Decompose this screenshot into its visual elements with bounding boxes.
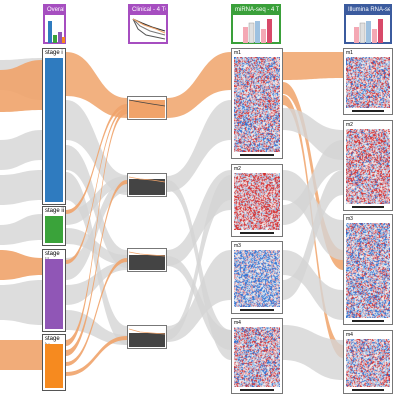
sankey-ribbon [283,170,343,300]
rnaseq-cluster-m2[interactable]: m2 [343,120,393,211]
rnaseq-m3-label: m3 [346,216,353,222]
mirna-cluster-m4[interactable]: m4 [231,318,283,394]
mirna-m3-label: m3 [234,243,241,249]
header-overall[interactable]: Overall [43,4,66,44]
rnaseq-m1-heatmap [346,57,390,108]
rnaseq-cluster-m3[interactable]: m3 [343,214,393,325]
mirna-cluster-m2[interactable]: m2 [231,164,283,237]
sankey-ribbon [167,175,231,340]
stage-i-box[interactable]: stage i [42,48,66,205]
sankey-ribbon [66,100,127,195]
mirna-m4-heatmap [234,327,280,387]
sankey-ribbon [66,336,127,376]
stage-ii-fill [45,216,63,243]
rnaseq-m4-label: m4 [346,332,353,338]
mirna-m3-heatmap [234,250,280,307]
stage-iii-box[interactable]: stage iii [42,249,66,332]
sankey-ribbon [0,214,42,245]
sankey-ribbon [0,170,42,205]
sankey-ribbon [0,130,42,170]
sankey-ribbon [66,228,127,265]
sankey-ribbon [0,340,42,370]
mirna-m1-label: m1 [234,50,241,56]
mirna-histogram [243,19,272,43]
sankey-ribbon [66,180,127,356]
sankey-ribbon [283,140,343,225]
stage-iv-fill [45,344,63,388]
sankey-ribbon [0,60,42,112]
rnaseq-m3-heatmap [346,223,390,318]
mirna-m4-label: m4 [234,320,241,326]
overall-histogram [48,21,65,43]
sankey-ribbon [283,325,343,380]
sankey-ribbon [0,250,42,280]
sankey-ribbon [66,52,127,118]
header-rnaseq[interactable]: Illumina RNA-seq - 4 TC [344,4,392,44]
header-clinical-title: Clinical - 4 TC [130,6,166,15]
sankey-ribbon [167,52,231,118]
sankey-ribbon [283,170,343,260]
clinical-cluster-3[interactable] [127,248,167,272]
sankey-ribbon [167,100,231,192]
mirna-cluster-m3[interactable]: m3 [231,241,283,314]
header-mirna-title: miRNA-seq - 4 TCGA [233,6,279,15]
header-mirna[interactable]: miRNA-seq - 4 TCGA [231,4,281,44]
sankey-ribbon [66,108,127,264]
rnaseq-cluster-m1[interactable]: m1 [343,48,393,115]
stage-i-fill [45,58,63,202]
stage-ii-label: stage ii [45,208,65,214]
clinical-cluster-4[interactable] [127,325,167,349]
sankey-ribbon [66,258,127,366]
stage-ii-box[interactable]: stage ii [42,206,66,246]
sankey-ribbon [66,176,127,225]
clinical-cluster-2[interactable] [127,173,167,197]
sankey-ribbon [66,145,127,268]
rnaseq-histogram [354,19,383,43]
mirna-m2-label: m2 [234,166,241,172]
sankey-ribbon [283,250,343,320]
rnaseq-m2-label: m2 [346,122,353,128]
rnaseq-m1-label: m1 [346,50,353,56]
header-overall-title: Overall [45,6,64,15]
mirna-cluster-m1[interactable]: m1 [231,48,283,159]
stage-iv-box[interactable]: stage iv [42,334,66,391]
mirna-m2-heatmap [234,173,280,230]
rnaseq-m4-heatmap [346,339,390,387]
clinical-survival-plot [132,18,166,40]
rnaseq-m2-heatmap [346,129,390,204]
sankey-ribbon [66,104,127,214]
sankey-ribbon [0,280,42,325]
rnaseq-cluster-m4[interactable]: m4 [343,330,393,394]
header-clinical[interactable]: Clinical - 4 TC [128,4,168,44]
clinical-cluster-1[interactable] [127,96,167,120]
mirna-m1-heatmap [234,57,280,152]
stage-i-label: stage i [45,50,63,56]
stage-iii-fill [45,259,63,329]
header-rnaseq-title: Illumina RNA-seq - 4 TC [346,6,390,15]
sankey-ribbon [66,110,127,346]
sankey-ribbon [167,256,231,350]
sankey-ribbon [283,52,343,80]
